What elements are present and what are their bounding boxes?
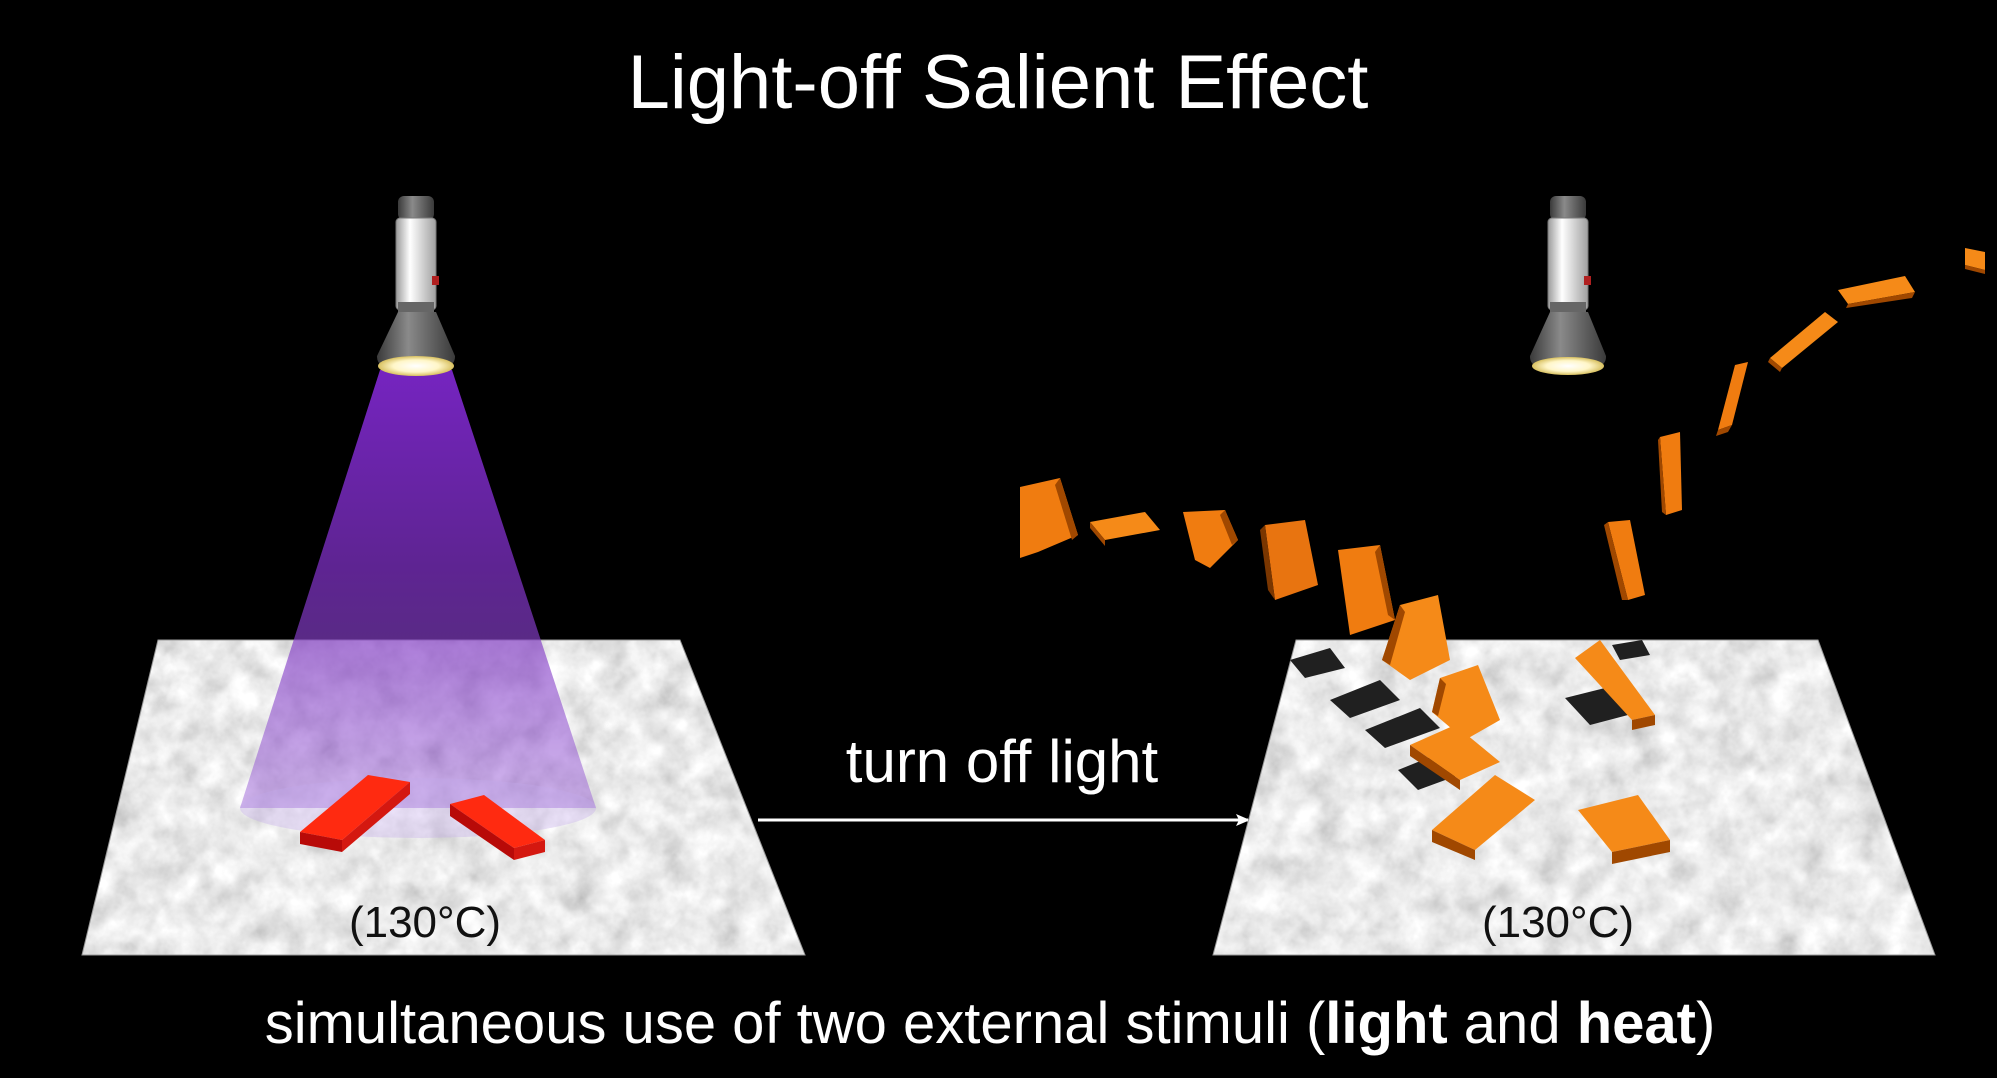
flashlight-off-icon [1529, 196, 1607, 375]
diagram-title: Light-off Salient Effect [628, 40, 1369, 125]
right-panel: (130°C) [1020, 196, 1985, 956]
crystal-jump-arc-left [1020, 478, 1535, 860]
caption-bold-light: light [1325, 991, 1447, 1056]
left-temperature-label: (130°C) [349, 898, 501, 947]
caption-bold-heat: heat [1577, 991, 1696, 1056]
transition-arrow: turn off light [758, 728, 1250, 826]
uv-light-beam [240, 370, 596, 808]
caption-text-2: and [1448, 991, 1577, 1056]
crystal-jump-arc-right [1575, 248, 1985, 864]
flashlight-on-icon [376, 196, 456, 376]
arrow-label: turn off light [846, 728, 1159, 795]
left-panel: (130°C) [81, 196, 806, 956]
crystal-before-1 [300, 775, 410, 852]
caption: simultaneous use of two external stimuli… [265, 991, 1716, 1056]
crystal-before-2 [450, 795, 545, 860]
caption-text-3: ) [1696, 991, 1715, 1056]
caption-text-1: simultaneous use of two external stimuli… [265, 991, 1326, 1056]
beam-spot [240, 778, 596, 838]
right-hot-plate [1212, 639, 1936, 956]
right-temperature-label: (130°C) [1482, 898, 1634, 947]
